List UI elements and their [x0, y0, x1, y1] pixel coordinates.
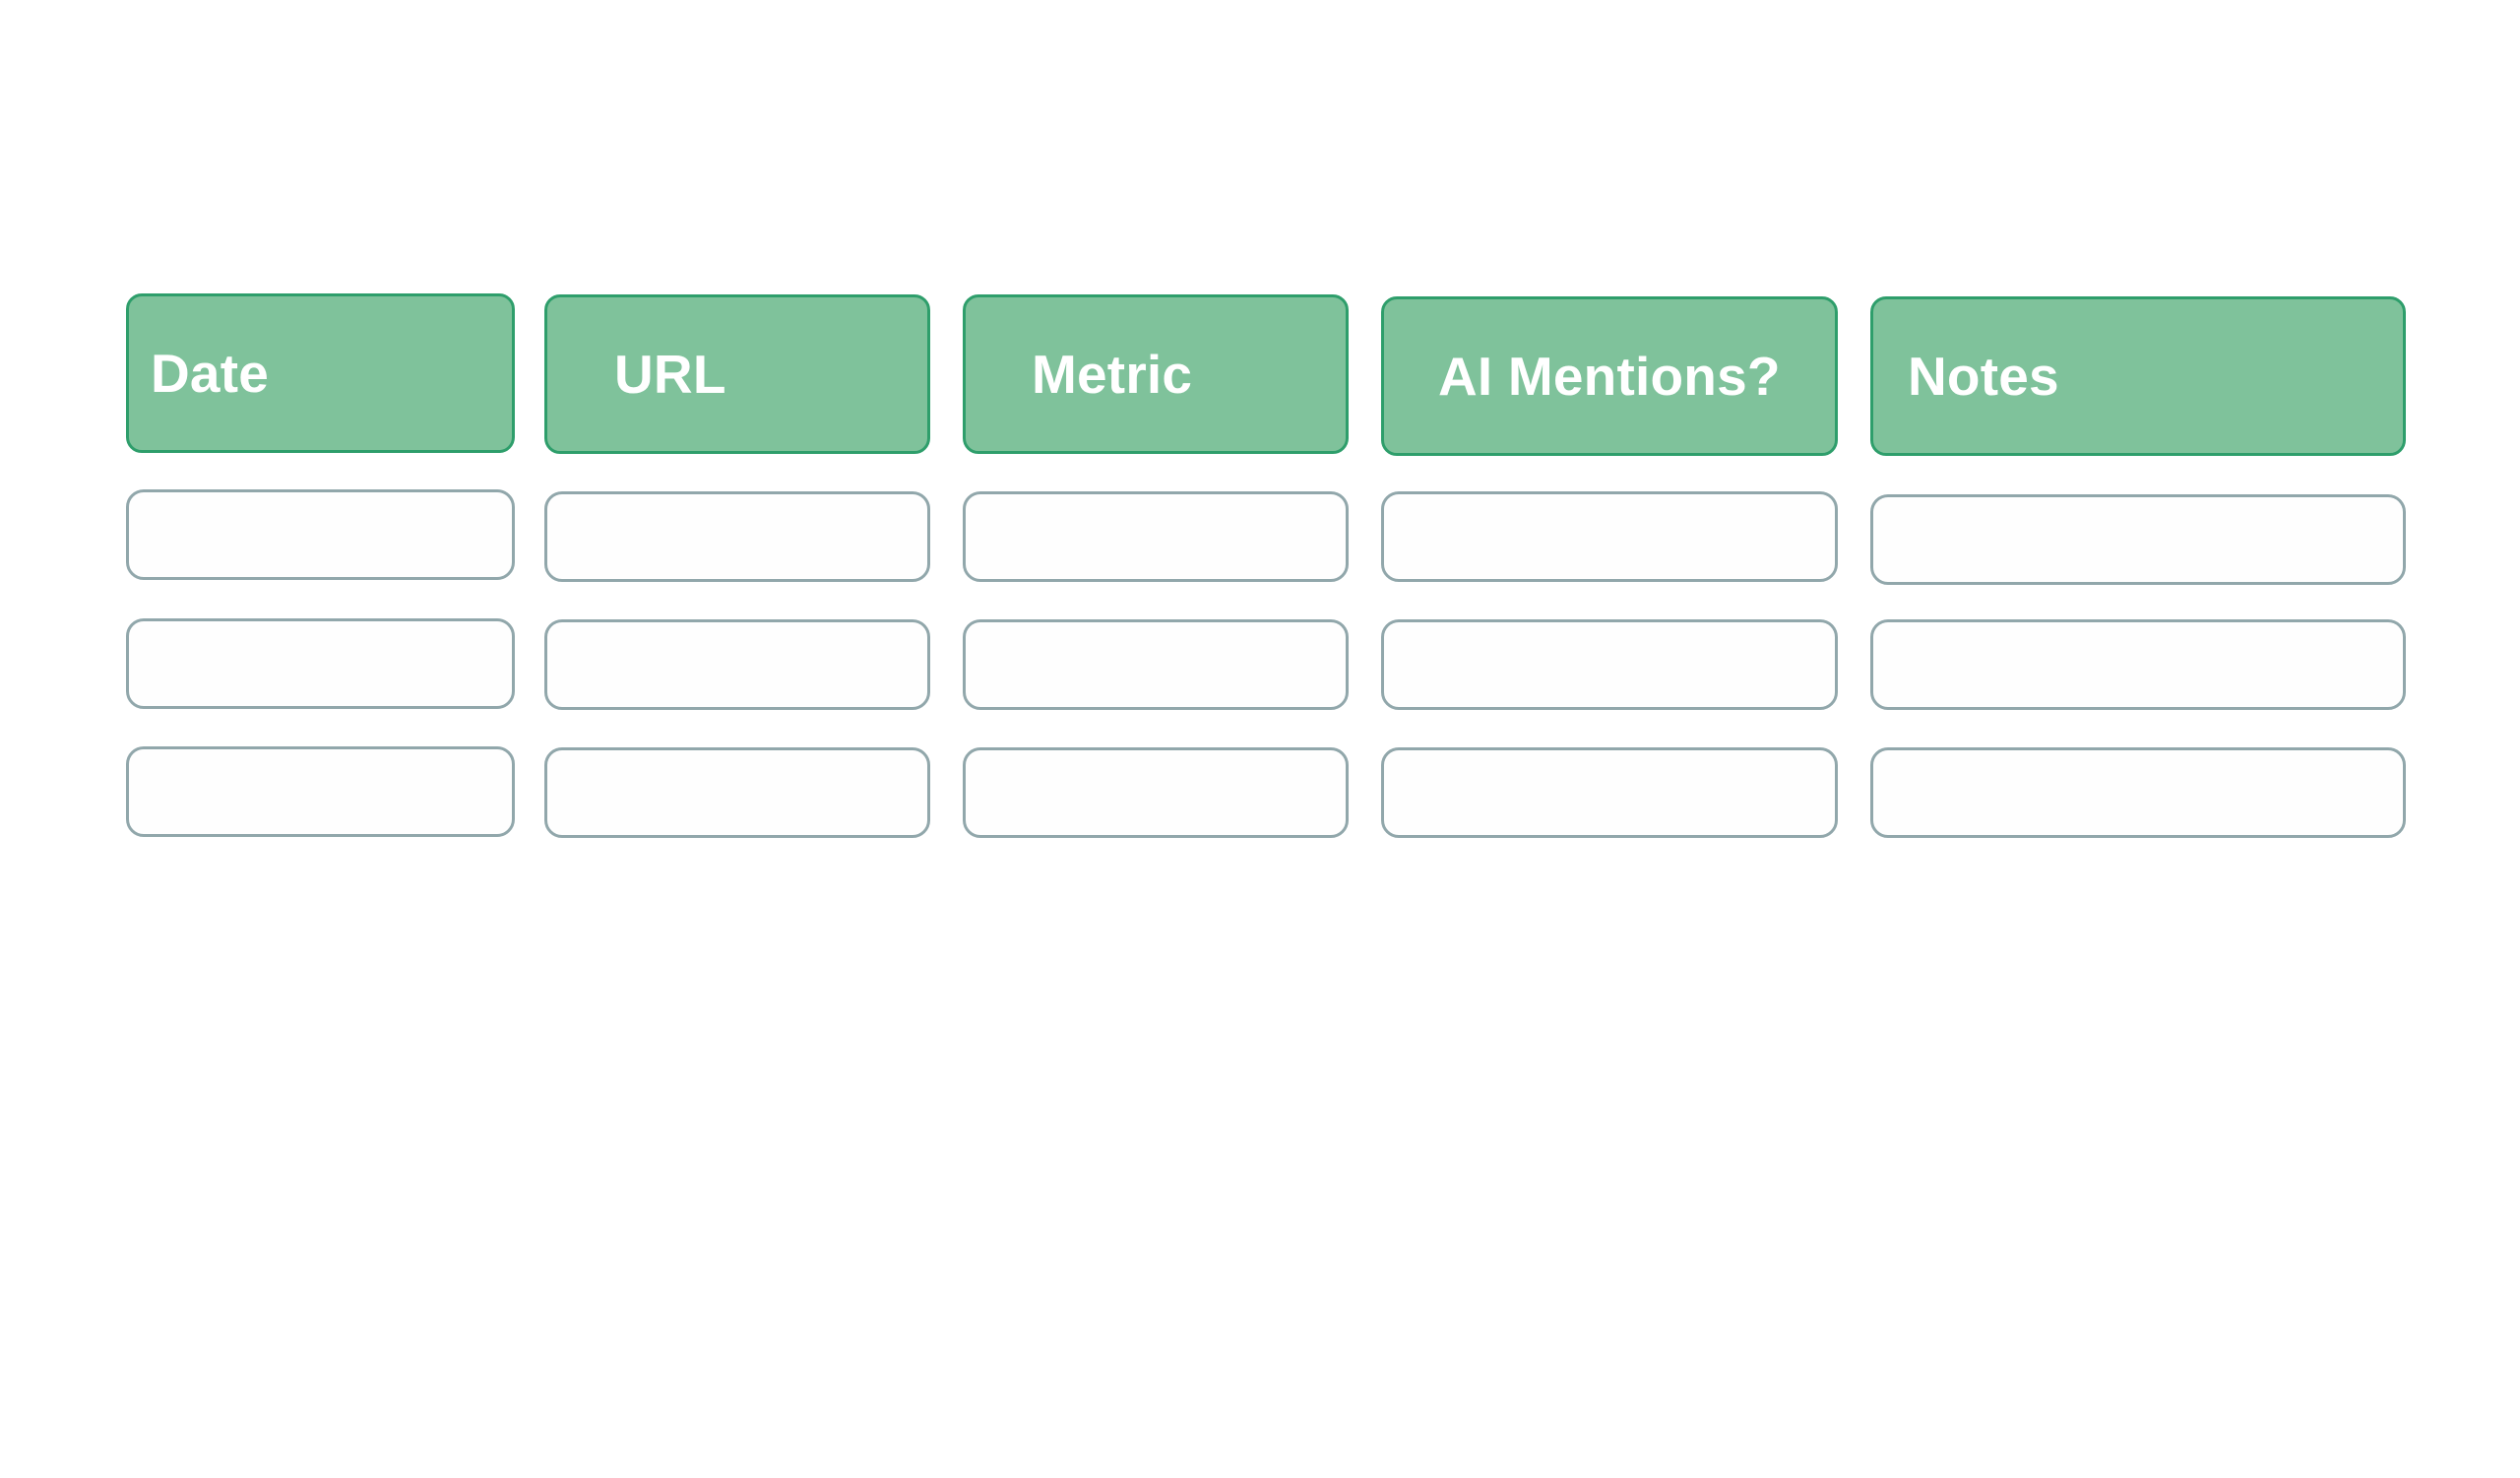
column-header-metric: Metric	[963, 294, 1349, 454]
table-cell[interactable]	[544, 619, 930, 710]
column-header-label: Metric	[1032, 344, 1193, 405]
table-cell[interactable]	[544, 491, 930, 582]
table-cell[interactable]	[963, 747, 1349, 838]
table-cell[interactable]	[963, 619, 1349, 710]
table-cell[interactable]	[126, 746, 515, 837]
table-cell[interactable]	[1870, 747, 2406, 838]
column-header-date: Date	[126, 293, 515, 453]
table-cell[interactable]	[126, 489, 515, 580]
table-cell[interactable]	[1381, 491, 1838, 582]
column-header-label: Date	[151, 343, 270, 404]
column-header-ai-mentions: AI Mentions?	[1381, 296, 1838, 456]
column-header-url: URL	[544, 294, 930, 454]
column-header-label: AI Mentions?	[1438, 346, 1781, 407]
table-cell[interactable]	[544, 747, 930, 838]
column-header-label: Notes	[1908, 346, 2059, 407]
table-cell[interactable]	[963, 491, 1349, 582]
table-cell[interactable]	[1381, 619, 1838, 710]
table-cell[interactable]	[126, 618, 515, 709]
table-cell[interactable]	[1870, 619, 2406, 710]
column-header-notes: Notes	[1870, 296, 2406, 456]
table-cell[interactable]	[1870, 494, 2406, 585]
column-header-label: URL	[614, 344, 726, 405]
table-cell[interactable]	[1381, 747, 1838, 838]
